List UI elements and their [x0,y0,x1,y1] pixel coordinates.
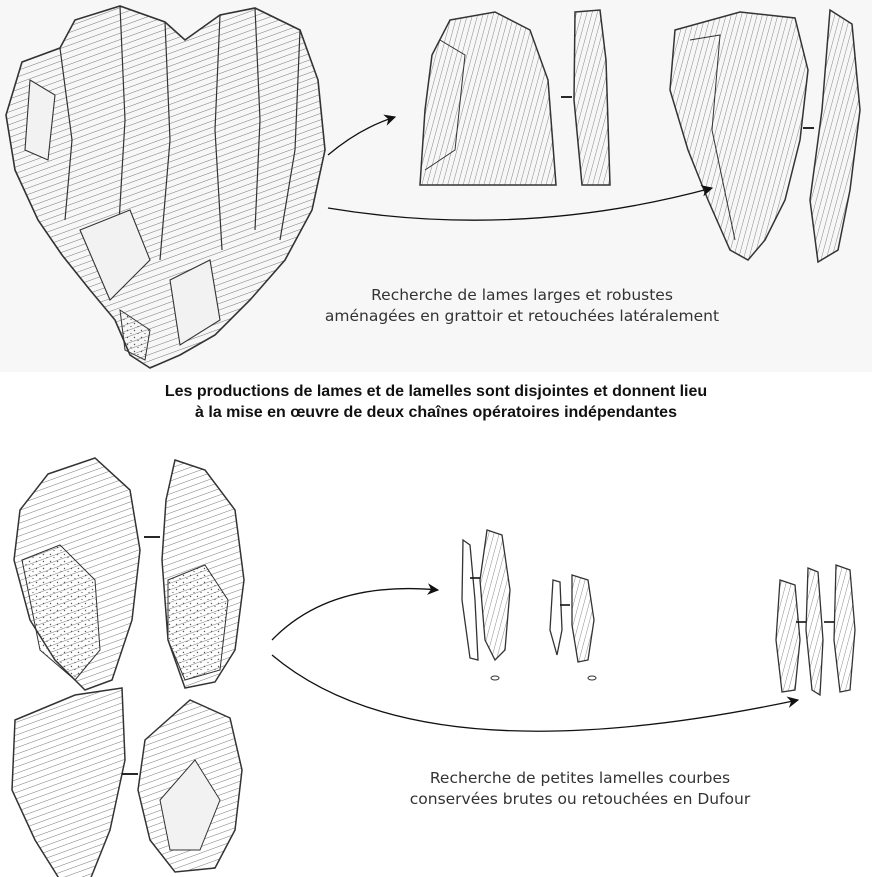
scraper-drawing-2 [670,10,860,262]
blade-core-drawing [6,6,325,368]
scraper-drawing [420,10,610,185]
middle-statement-line2: à la mise en œuvre de deux chaînes opéra… [0,402,872,423]
middle-statement: Les productions de lames et de lamelles … [0,381,872,423]
bladelet-core-drawing-2 [12,688,242,877]
bottom-caption: Recherche de petites lamelles courbes co… [380,768,780,810]
arrow-icon [272,655,798,731]
bottom-caption-line1: Recherche de petites lamelles courbes [380,768,780,789]
bladelet-drawing [462,530,855,695]
arrow-icon [328,188,712,220]
top-caption: Recherche de lames larges et robustes am… [322,285,722,327]
arrow-icon [328,117,395,155]
top-caption-line2: aménagées en grattoir et retouchées laté… [322,306,722,327]
bladelet-core-drawing [14,458,244,690]
bottom-caption-line2: conservées brutes ou retouchées en Dufou… [380,789,780,810]
top-caption-line1: Recherche de lames larges et robustes [322,285,722,306]
middle-statement-line1: Les productions de lames et de lamelles … [0,381,872,402]
arrow-icon [272,589,438,640]
